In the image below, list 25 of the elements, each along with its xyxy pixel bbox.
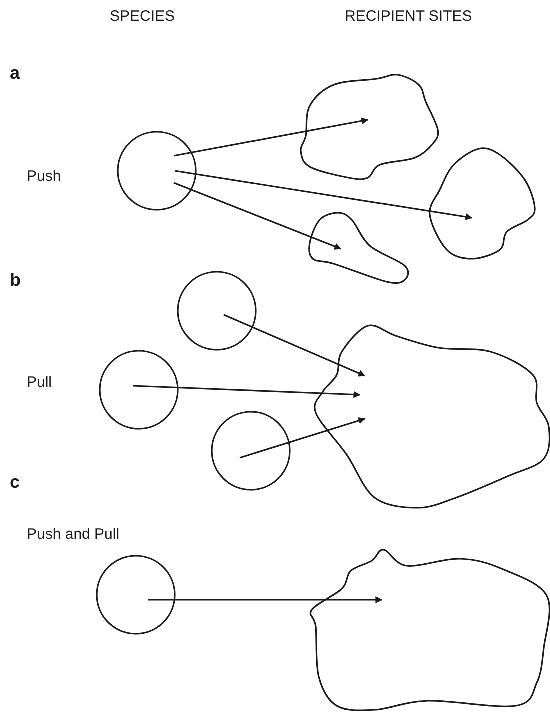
row-label: Push and Pull bbox=[27, 526, 120, 544]
column-heading: RECIPIENT SITES bbox=[345, 8, 472, 26]
panel-letter: b bbox=[10, 271, 21, 289]
panel-letter: a bbox=[10, 64, 20, 82]
row-label: Push bbox=[27, 168, 62, 186]
column-heading: SPECIES bbox=[110, 8, 176, 26]
arrow bbox=[174, 170, 473, 220]
arrow bbox=[132, 385, 361, 398]
site-blob bbox=[309, 547, 550, 712]
species-circle bbox=[117, 131, 197, 211]
site-blob bbox=[313, 323, 550, 511]
site-blob bbox=[427, 146, 538, 262]
arrow bbox=[240, 418, 366, 459]
species-circle bbox=[96, 555, 176, 635]
species-circle bbox=[211, 411, 291, 491]
species-circle bbox=[177, 271, 257, 351]
row-label: Pull bbox=[27, 374, 52, 392]
site-blob bbox=[298, 72, 441, 181]
panel-letter: c bbox=[10, 473, 20, 491]
arrow bbox=[174, 182, 342, 250]
site-blob bbox=[307, 210, 408, 285]
species-circle bbox=[99, 350, 179, 430]
arrow bbox=[148, 596, 383, 604]
arrow bbox=[174, 118, 369, 157]
arrow bbox=[224, 314, 366, 377]
